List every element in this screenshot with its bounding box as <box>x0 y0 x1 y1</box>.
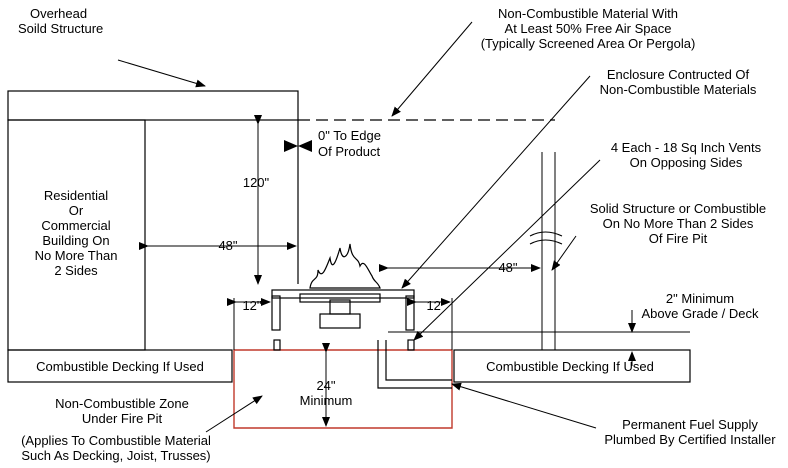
flame-icon <box>309 243 381 289</box>
dim-48-left-label: 48" <box>218 238 237 253</box>
label-solid-1: Solid Structure or Combustible <box>590 201 766 216</box>
label-deck-right: Combustible Decking If Used <box>486 359 654 374</box>
decking-right <box>453 349 691 383</box>
dim-12-right-label: 12" <box>426 298 445 313</box>
label-enclosure-2: Non-Combustible Materials <box>600 82 757 97</box>
label-vents-1: 4 Each - 18 Sq Inch Vents <box>611 140 762 155</box>
label-zero-edge-2: Of Product <box>318 144 381 159</box>
label-enclosure-1: Enclosure Contructed Of <box>607 67 750 82</box>
zero-edge-arrow-right <box>298 140 312 152</box>
non-combustible-zone <box>233 349 453 429</box>
break-mark-top <box>529 231 563 237</box>
label-building-4: Building On <box>42 233 109 248</box>
dim-12-left-label: 12" <box>242 298 261 313</box>
label-building-1: Residential <box>44 188 108 203</box>
label-building-2: Or <box>69 203 84 218</box>
fire-pit <box>271 289 415 351</box>
label-solid-2: On No More Than 2 Sides <box>603 216 754 231</box>
leader-vents <box>413 159 601 341</box>
zero-edge-arrow-left <box>284 140 298 152</box>
leader-enclosure <box>401 75 591 289</box>
label-building-3: Commercial <box>41 218 110 233</box>
label-overhead-2: Soild Structure <box>18 21 103 36</box>
label-vents-2: On Opposing Sides <box>630 155 743 170</box>
fuel-line <box>377 340 452 389</box>
label-zone-2: Under Fire Pit <box>82 411 163 426</box>
leader-fuel <box>451 382 597 429</box>
label-non-comb-2: At Least 50% Free Air Space <box>505 21 672 36</box>
leader-overhead <box>117 59 206 88</box>
label-fuel-2: Plumbed By Certified Installer <box>604 432 776 447</box>
dim-48-right-label: 48" <box>498 260 517 275</box>
label-zero-edge-1: 0" To Edge <box>318 128 381 143</box>
label-two-min-2: Above Grade / Deck <box>641 306 759 321</box>
label-non-comb-1: Non-Combustible Material With <box>498 6 678 21</box>
label-zone-1: Non-Combustible Zone <box>55 396 189 411</box>
dim-24-label-1: 24" <box>316 378 335 393</box>
label-solid-3: Of Fire Pit <box>649 231 708 246</box>
fuel-line-inner <box>385 340 452 381</box>
label-deck-left: Combustible Decking If Used <box>36 359 204 374</box>
label-building-6: 2 Sides <box>54 263 98 278</box>
label-fuel-1: Permanent Fuel Supply <box>622 417 758 432</box>
break-mark-bottom <box>529 239 563 245</box>
label-non-comb-3: (Typically Screened Area Or Pergola) <box>481 36 696 51</box>
decking-left <box>7 349 233 383</box>
label-building-5: No More Than <box>35 248 118 263</box>
leader-solid-structure <box>551 235 577 271</box>
label-applies-2: Such As Decking, Joist, Trusses) <box>21 448 210 463</box>
dim-120-label: 120" <box>243 175 270 190</box>
label-two-min-1: 2" Minimum <box>666 291 734 306</box>
label-overhead-1: Overhead <box>30 6 87 21</box>
label-applies-1: (Applies To Combustible Material <box>21 433 211 448</box>
dim-24-label-2: Minimum <box>300 393 353 408</box>
overhead-structure <box>7 90 299 121</box>
leader-non-combustible <box>391 21 473 117</box>
leader-zone <box>205 395 263 433</box>
